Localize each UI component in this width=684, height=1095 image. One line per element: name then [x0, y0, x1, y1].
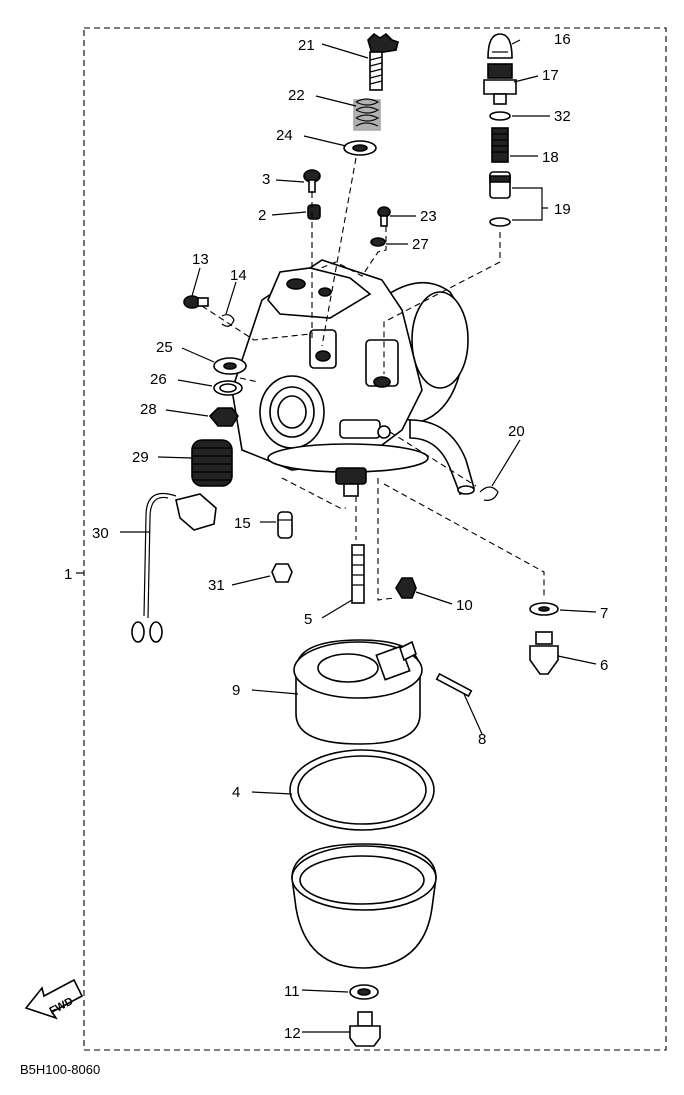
part-23-screw	[377, 206, 391, 227]
part-label-15: 15	[234, 515, 251, 532]
part-16-cap	[487, 33, 513, 59]
part-21-throttle-screw	[367, 32, 399, 91]
part-4-gasket	[289, 749, 435, 831]
part-24-washer	[343, 140, 377, 156]
part-label-31: 31	[208, 577, 225, 594]
part-31-plug	[271, 563, 293, 583]
part-14-clip	[221, 314, 235, 327]
part-label-16: 16	[554, 31, 571, 48]
part-label-14: 14	[230, 267, 247, 284]
part-label-10: 10	[456, 597, 473, 614]
assembly-guide-lines	[201, 157, 545, 601]
part-15-pilot-jet	[277, 511, 293, 539]
part-label-29: 29	[132, 449, 149, 466]
part-32-oring	[489, 111, 511, 121]
part-6-needle-valve	[529, 631, 559, 675]
part-label-20: 20	[508, 423, 525, 440]
part-10-main-jet	[395, 577, 417, 599]
part-label-30: 30	[92, 525, 109, 542]
leader-lines	[120, 39, 597, 1033]
part-label-9: 9	[232, 682, 240, 699]
part-label-19: 19	[554, 201, 571, 218]
part-label-25: 25	[156, 339, 173, 356]
part-label-28: 28	[140, 401, 157, 418]
part-20-clip	[479, 486, 499, 501]
part-label-13: 13	[192, 251, 209, 268]
part-2-jet	[307, 204, 321, 220]
part-25-washer	[213, 357, 247, 375]
part-label-17: 17	[542, 67, 559, 84]
part-label-2: 2	[258, 207, 266, 224]
part-label-6: 6	[600, 657, 608, 674]
part-12-drain-plug	[349, 1011, 381, 1047]
part-9-float	[293, 639, 423, 745]
part-18-spring	[491, 127, 509, 163]
part-13-screw	[183, 295, 209, 309]
part-7-washer	[529, 602, 559, 616]
part-22-spring	[353, 98, 381, 131]
part-17-nut	[483, 63, 517, 105]
part-27-washer	[370, 237, 386, 247]
part-label-26: 26	[150, 371, 167, 388]
part-3-screw	[303, 169, 321, 193]
part-8-float-pin	[435, 672, 473, 698]
part-29-spring	[191, 439, 233, 487]
fwd-arrow: FWD	[24, 978, 84, 1020]
part-label-21: 21	[298, 37, 315, 54]
float-bowl	[291, 843, 437, 969]
part-label-32: 32	[554, 108, 571, 125]
part-label-8: 8	[478, 731, 486, 748]
part-30-choke-wire	[131, 492, 217, 643]
part-label-18: 18	[542, 149, 559, 166]
carburetor-body	[231, 259, 475, 497]
part-label-24: 24	[276, 127, 293, 144]
part-11-washer	[349, 984, 379, 1000]
assembly-frame	[83, 27, 667, 1051]
part-5-needle-jet	[351, 544, 365, 604]
part-26-oring	[213, 380, 243, 396]
diagram-code: B5H100-8060	[20, 1062, 100, 1077]
part-label-7: 7	[600, 605, 608, 622]
part-label-22: 22	[288, 87, 305, 104]
part-19-plunger	[489, 171, 511, 227]
part-label-27: 27	[412, 236, 429, 253]
part-label-3: 3	[262, 171, 270, 188]
part-label-11: 11	[284, 983, 300, 1000]
part-label-4: 4	[232, 784, 240, 801]
part-label-23: 23	[420, 208, 437, 225]
part-label-1: 1	[64, 566, 72, 583]
part-28-nut	[208, 407, 239, 427]
part-label-5: 5	[304, 611, 312, 628]
part-label-12: 12	[284, 1025, 301, 1042]
